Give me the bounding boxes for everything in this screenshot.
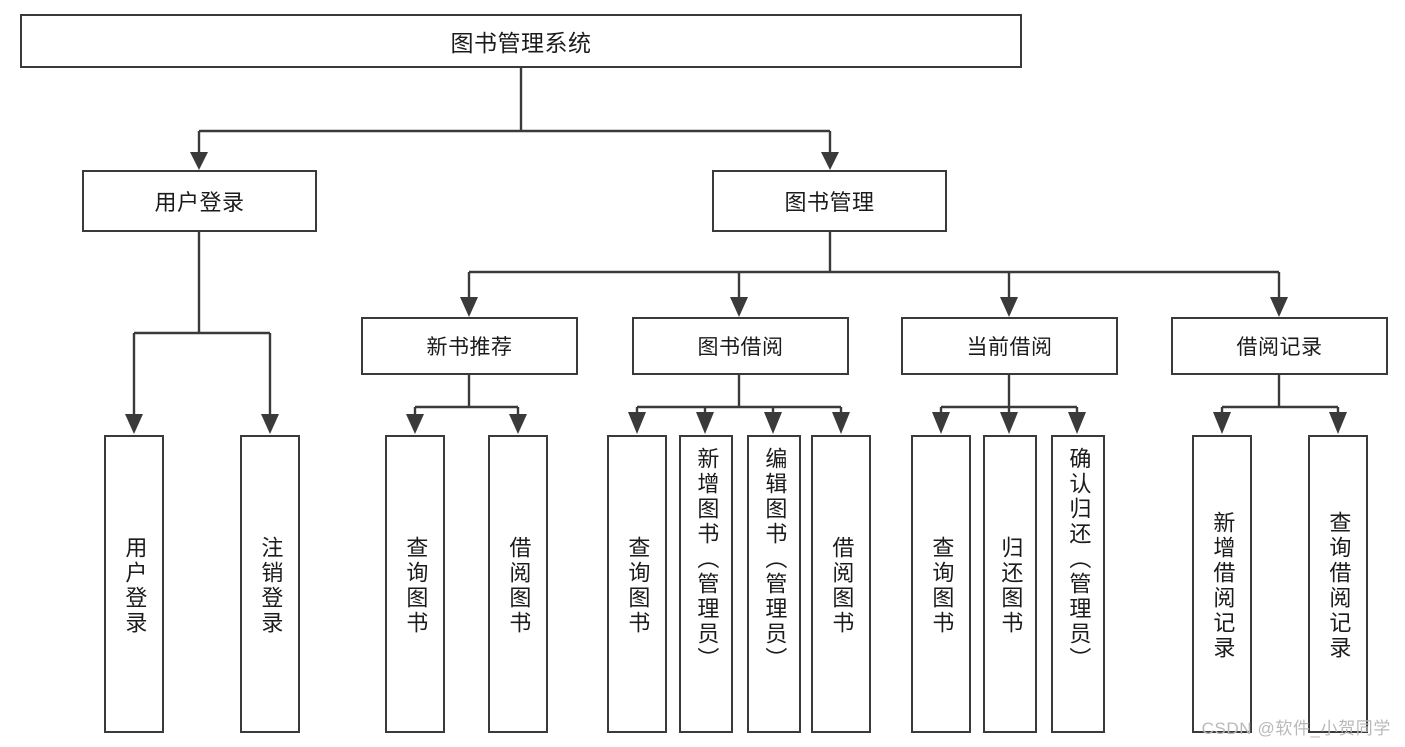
arrow-current-leaf-1 [932,412,950,434]
arrow-borrow-leaf-2 [696,412,714,434]
arrow-new-book-leaf-2 [509,414,527,434]
arrow-record-leaf-2 [1329,412,1347,434]
node-label: 新增借阅记录 [1210,511,1236,661]
node-new-book-recommend[interactable]: 新书推荐 [361,317,578,375]
leaf-text-wrap: 确认归还（管理员） [1053,441,1103,731]
node-label: 图书管理系统 [450,30,592,56]
leaf-text-wrap: 编辑图书（管理员） [749,441,799,731]
arrow-record-leaf-1 [1213,412,1231,434]
node-label: 借阅图书 [506,536,532,636]
arrow-new-book-leaf-1 [406,414,424,434]
arrow-book-mgmt-to-current [1000,297,1018,317]
arrow-book-mgmt-to-new-book [460,297,478,317]
node-label: 当前借阅 [966,336,1053,359]
leaf-text-wrap: 新增借阅记录 [1194,441,1250,731]
node-book-borrow[interactable]: 图书借阅 [632,317,849,375]
node-label: 借阅图书 [829,536,855,636]
leaf-text-wrap: 注销登录 [242,441,298,731]
node-label: 注销登录 [258,536,284,636]
node-label: 确认归还（管理员） [1066,447,1092,672]
node-leaf-add-book-admin[interactable]: 新增图书（管理员） [679,435,733,733]
node-label: 新书推荐 [426,336,513,359]
arrow-borrow-leaf-4 [832,412,850,434]
arrow-current-leaf-2 [1000,412,1018,434]
node-root-book-management-system[interactable]: 图书管理系统 [20,14,1022,68]
node-borrow-record[interactable]: 借阅记录 [1171,317,1388,375]
leaf-text-wrap: 归还图书 [985,441,1035,731]
node-leaf-add-borrow-record[interactable]: 新增借阅记录 [1192,435,1252,733]
node-label: 编辑图书（管理员） [762,447,788,672]
node-leaf-user-login[interactable]: 用户登录 [104,435,164,733]
node-label: 查询图书 [929,536,955,636]
arrow-user-login-leaf-1 [125,414,143,434]
node-label: 图书管理 [784,190,875,215]
node-leaf-borrow-book-recommend[interactable]: 借阅图书 [488,435,548,733]
leaf-text-wrap: 新增图书（管理员） [681,441,731,731]
node-leaf-borrow-book[interactable]: 借阅图书 [811,435,871,733]
node-label: 用户登录 [154,190,245,215]
arrow-borrow-leaf-1 [628,412,646,434]
leaf-text-wrap: 查询图书 [913,441,969,731]
node-label: 查询借阅记录 [1326,511,1352,661]
node-label: 归还图书 [998,536,1024,636]
arrow-root-to-book-mgmt [821,152,839,170]
leaf-text-wrap: 查询图书 [609,441,665,731]
node-leaf-confirm-return-admin[interactable]: 确认归还（管理员） [1051,435,1105,733]
node-user-login[interactable]: 用户登录 [82,170,317,232]
arrow-root-to-user-login [190,152,208,170]
node-leaf-query-book-recommend[interactable]: 查询图书 [385,435,445,733]
node-leaf-edit-book-admin[interactable]: 编辑图书（管理员） [747,435,801,733]
node-leaf-return-book[interactable]: 归还图书 [983,435,1037,733]
node-leaf-user-logout[interactable]: 注销登录 [240,435,300,733]
arrow-book-mgmt-to-borrow [730,297,748,317]
leaf-text-wrap: 借阅图书 [813,441,869,731]
node-label: 查询图书 [625,536,651,636]
leaf-text-wrap: 查询借阅记录 [1310,441,1366,731]
node-current-borrow[interactable]: 当前借阅 [901,317,1118,375]
node-label: 新增图书（管理员） [694,447,720,672]
leaf-text-wrap: 借阅图书 [490,441,546,731]
csdn-watermark: CSDN @软件_小贺同学 [1201,719,1391,738]
node-label: 图书借阅 [697,336,784,359]
node-leaf-query-borrow-record[interactable]: 查询借阅记录 [1308,435,1368,733]
arrow-user-login-leaf-2 [261,414,279,434]
node-leaf-query-book-borrow[interactable]: 查询图书 [607,435,667,733]
node-leaf-query-book-current[interactable]: 查询图书 [911,435,971,733]
arrow-borrow-leaf-3 [764,412,782,434]
arrow-current-leaf-3 [1068,412,1086,434]
leaf-text-wrap: 查询图书 [387,441,443,731]
node-label: 用户登录 [122,536,148,636]
arrow-book-mgmt-to-record [1270,297,1288,317]
node-label: 借阅记录 [1236,336,1323,359]
leaf-text-wrap: 用户登录 [106,441,162,731]
node-label: 查询图书 [403,536,429,636]
node-book-management[interactable]: 图书管理 [712,170,947,232]
